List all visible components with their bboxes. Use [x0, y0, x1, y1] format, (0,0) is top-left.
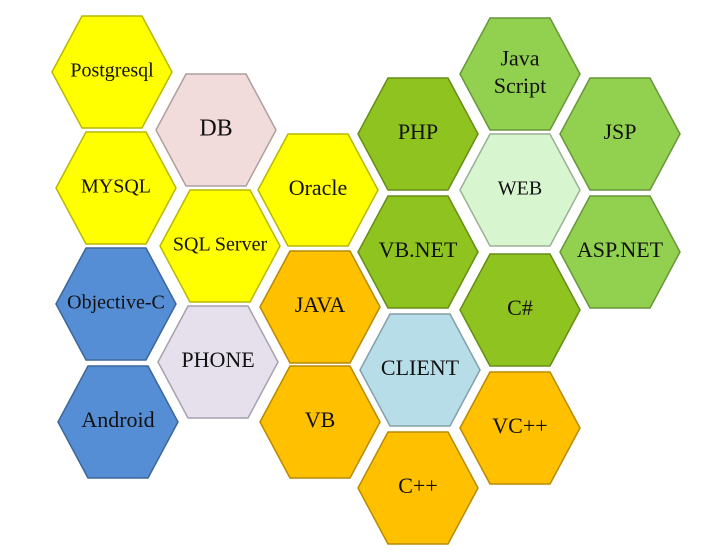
hexagon-client: CLIENT	[359, 313, 481, 427]
hexagon-shape	[459, 253, 581, 367]
hexagon-label: JSP	[603, 119, 636, 144]
hexagon-label: WEB	[498, 178, 542, 200]
hexagon-oracle: Oracle	[257, 133, 379, 247]
hexagon-postgresql: Postgresql	[51, 15, 173, 129]
hexagon-label: JAVA	[295, 292, 346, 317]
hexagon-csharp: C#	[459, 253, 581, 367]
hexagon-cpp: C++	[357, 431, 479, 545]
hexagon-label: Objective-C	[67, 292, 165, 314]
hexagon-label: VB	[305, 407, 336, 432]
hexagon-label: Script	[494, 73, 547, 98]
hexagon-vcpp: VC++	[459, 371, 581, 485]
hexagon-db: DB	[155, 73, 277, 187]
hexagon-shape	[259, 250, 381, 364]
hexagon-php: PHP	[357, 77, 479, 191]
hexagon-label: Postgresql	[70, 60, 154, 82]
hexagon-shape	[559, 77, 681, 191]
hexagon-label: C#	[507, 295, 533, 320]
hexagon-shape	[459, 17, 581, 131]
hexagon-shape	[357, 431, 479, 545]
hexagon-label: CLIENT	[381, 355, 460, 380]
hexagon-shape	[155, 73, 277, 187]
hexagon-sql-server: SQL Server	[159, 189, 281, 303]
hexagon-java: JAVA	[259, 250, 381, 364]
hexagon-shape	[51, 15, 173, 129]
hexagon-label: VC++	[492, 413, 547, 438]
hexagon-shape	[259, 365, 381, 479]
hexagon-shape	[157, 305, 279, 419]
hexagon-shape	[559, 195, 681, 309]
hexagon-label: VB.NET	[379, 237, 458, 262]
hexagon-label: Oracle	[289, 175, 348, 200]
hexagon-label: C++	[398, 473, 438, 498]
hexagon-objective-c: Objective-C	[55, 247, 177, 361]
hexagon-shape	[159, 189, 281, 303]
hexagon-shape	[459, 133, 581, 247]
hexagon-shape	[357, 77, 479, 191]
hexagon-jsp: JSP	[559, 77, 681, 191]
hexagon-label: PHP	[398, 119, 438, 144]
hexagon-aspnet: ASP.NET	[559, 195, 681, 309]
hexagon-label: ASP.NET	[577, 237, 664, 262]
hexagon-vb: VB	[259, 365, 381, 479]
hexagon-mysql: MYSQL	[55, 131, 177, 245]
hexagon-web: WEB	[459, 133, 581, 247]
hexagon-label: Java	[500, 45, 539, 70]
hexagon-shape	[55, 247, 177, 361]
hexagon-label: MYSQL	[81, 176, 151, 198]
hexagon-label: PHONE	[181, 347, 254, 372]
hexagon-shape	[257, 133, 379, 247]
hexagon-label: SQL Server	[173, 234, 268, 256]
hexagon-shape	[57, 365, 179, 479]
hexagon-label: Android	[81, 407, 154, 432]
hexagon-shape	[359, 313, 481, 427]
hexagon-shape	[459, 371, 581, 485]
hexagon-shape	[357, 195, 479, 309]
hexagon-label: DB	[199, 116, 232, 142]
hexagon-vbnet: VB.NET	[357, 195, 479, 309]
hexagon-android: Android	[57, 365, 179, 479]
hexagon-phone: PHONE	[157, 305, 279, 419]
hexagon-shape	[55, 131, 177, 245]
